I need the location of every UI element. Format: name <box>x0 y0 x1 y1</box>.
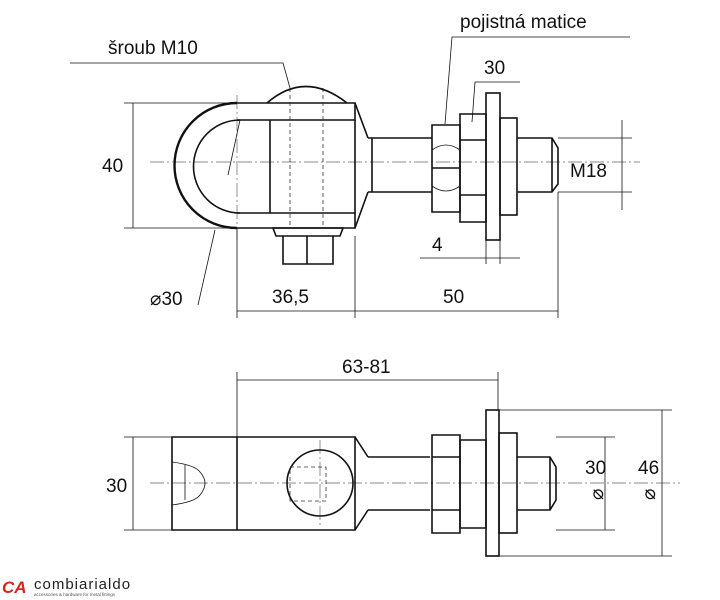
thread-length-dimension: 50 <box>443 287 464 308</box>
locknut-label: pojistná matice <box>460 12 587 33</box>
locknut-size-label: 30 <box>484 58 505 79</box>
body-width-dimension: 30 <box>106 476 127 497</box>
logo-mark: CA <box>2 578 27 597</box>
inner-diameter-dimension: 30 <box>585 458 606 479</box>
eye-diameter-dimension: ⌀30 <box>150 289 183 310</box>
washer-thickness-dimension: 4 <box>432 235 443 256</box>
screw-label: šroub M10 <box>108 38 198 59</box>
inner-diameter-symbol: ⌀ <box>587 489 608 500</box>
top-view: 40 M18 šroub M10 pojistná matice 30 4 ⌀3… <box>70 12 640 318</box>
thread-dimension: M18 <box>570 161 607 182</box>
bottom-view: 63-81 30 30 ⌀ 46 ⌀ <box>106 357 680 557</box>
logo-name: combiarialdo <box>34 576 131 593</box>
outer-diameter-dimension: 46 <box>638 458 659 479</box>
height-dimension: 40 <box>102 156 123 177</box>
eye-length-dimension: 36,5 <box>272 287 309 308</box>
logo-tagline: accessories & hardware for metal fitting… <box>34 592 116 597</box>
adjust-range-dimension: 63-81 <box>342 357 391 378</box>
outer-diameter-symbol: ⌀ <box>639 489 660 500</box>
brand-logo: CA combiarialdo accessories & hardware f… <box>2 576 131 597</box>
